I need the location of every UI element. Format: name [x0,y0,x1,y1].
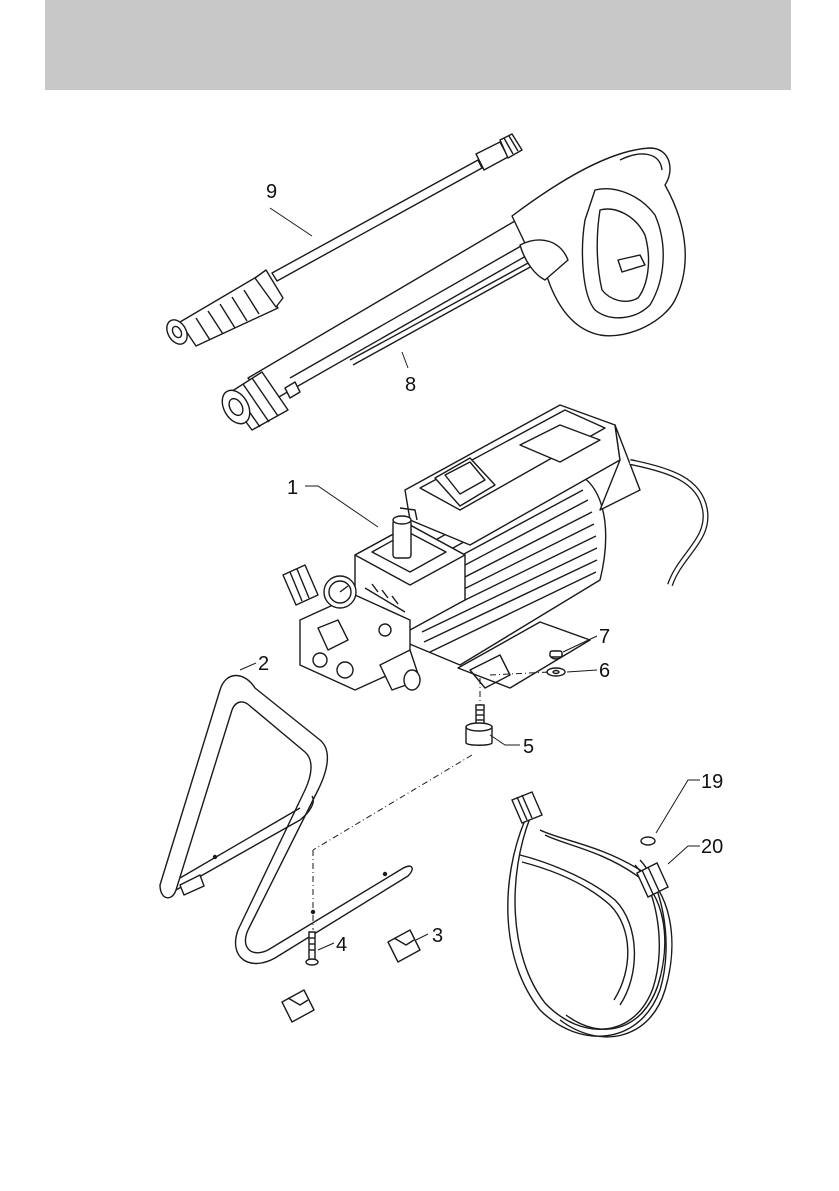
leader-5 [490,735,520,745]
nut-part [550,651,562,659]
rubber-foot-part [466,705,492,745]
high-pressure-hose-part [508,792,672,1037]
leader-3 [416,934,428,940]
washer-part [547,668,565,676]
callout-20: 20 [701,836,723,858]
callout-2: 2 [258,653,269,675]
leader-19 [656,780,700,833]
leader-2 [240,663,256,670]
callout-9: 9 [266,181,277,203]
leader-9 [270,208,312,236]
clip-part [388,930,420,962]
callout-6: 6 [599,660,610,682]
callout-4: 4 [336,934,347,956]
leader-8 [402,352,408,368]
callout-8: 8 [405,374,416,396]
leader-20 [668,846,700,864]
spray-gun-part [217,148,686,430]
callout-5: 5 [523,736,534,758]
callout-7: 7 [599,626,610,648]
frame-part [160,676,412,964]
o-ring-part [641,837,655,845]
lance-part [163,134,522,348]
leader-1 [305,486,378,527]
leader-4 [318,943,334,950]
callout-19: 19 [701,771,723,793]
pump-motor-unit-part [283,405,706,690]
callout-1: 1 [287,477,298,499]
clip-spare-part [282,990,314,1022]
screw-part [306,932,318,965]
callout-3: 3 [432,925,443,947]
leader-6 [567,670,597,672]
